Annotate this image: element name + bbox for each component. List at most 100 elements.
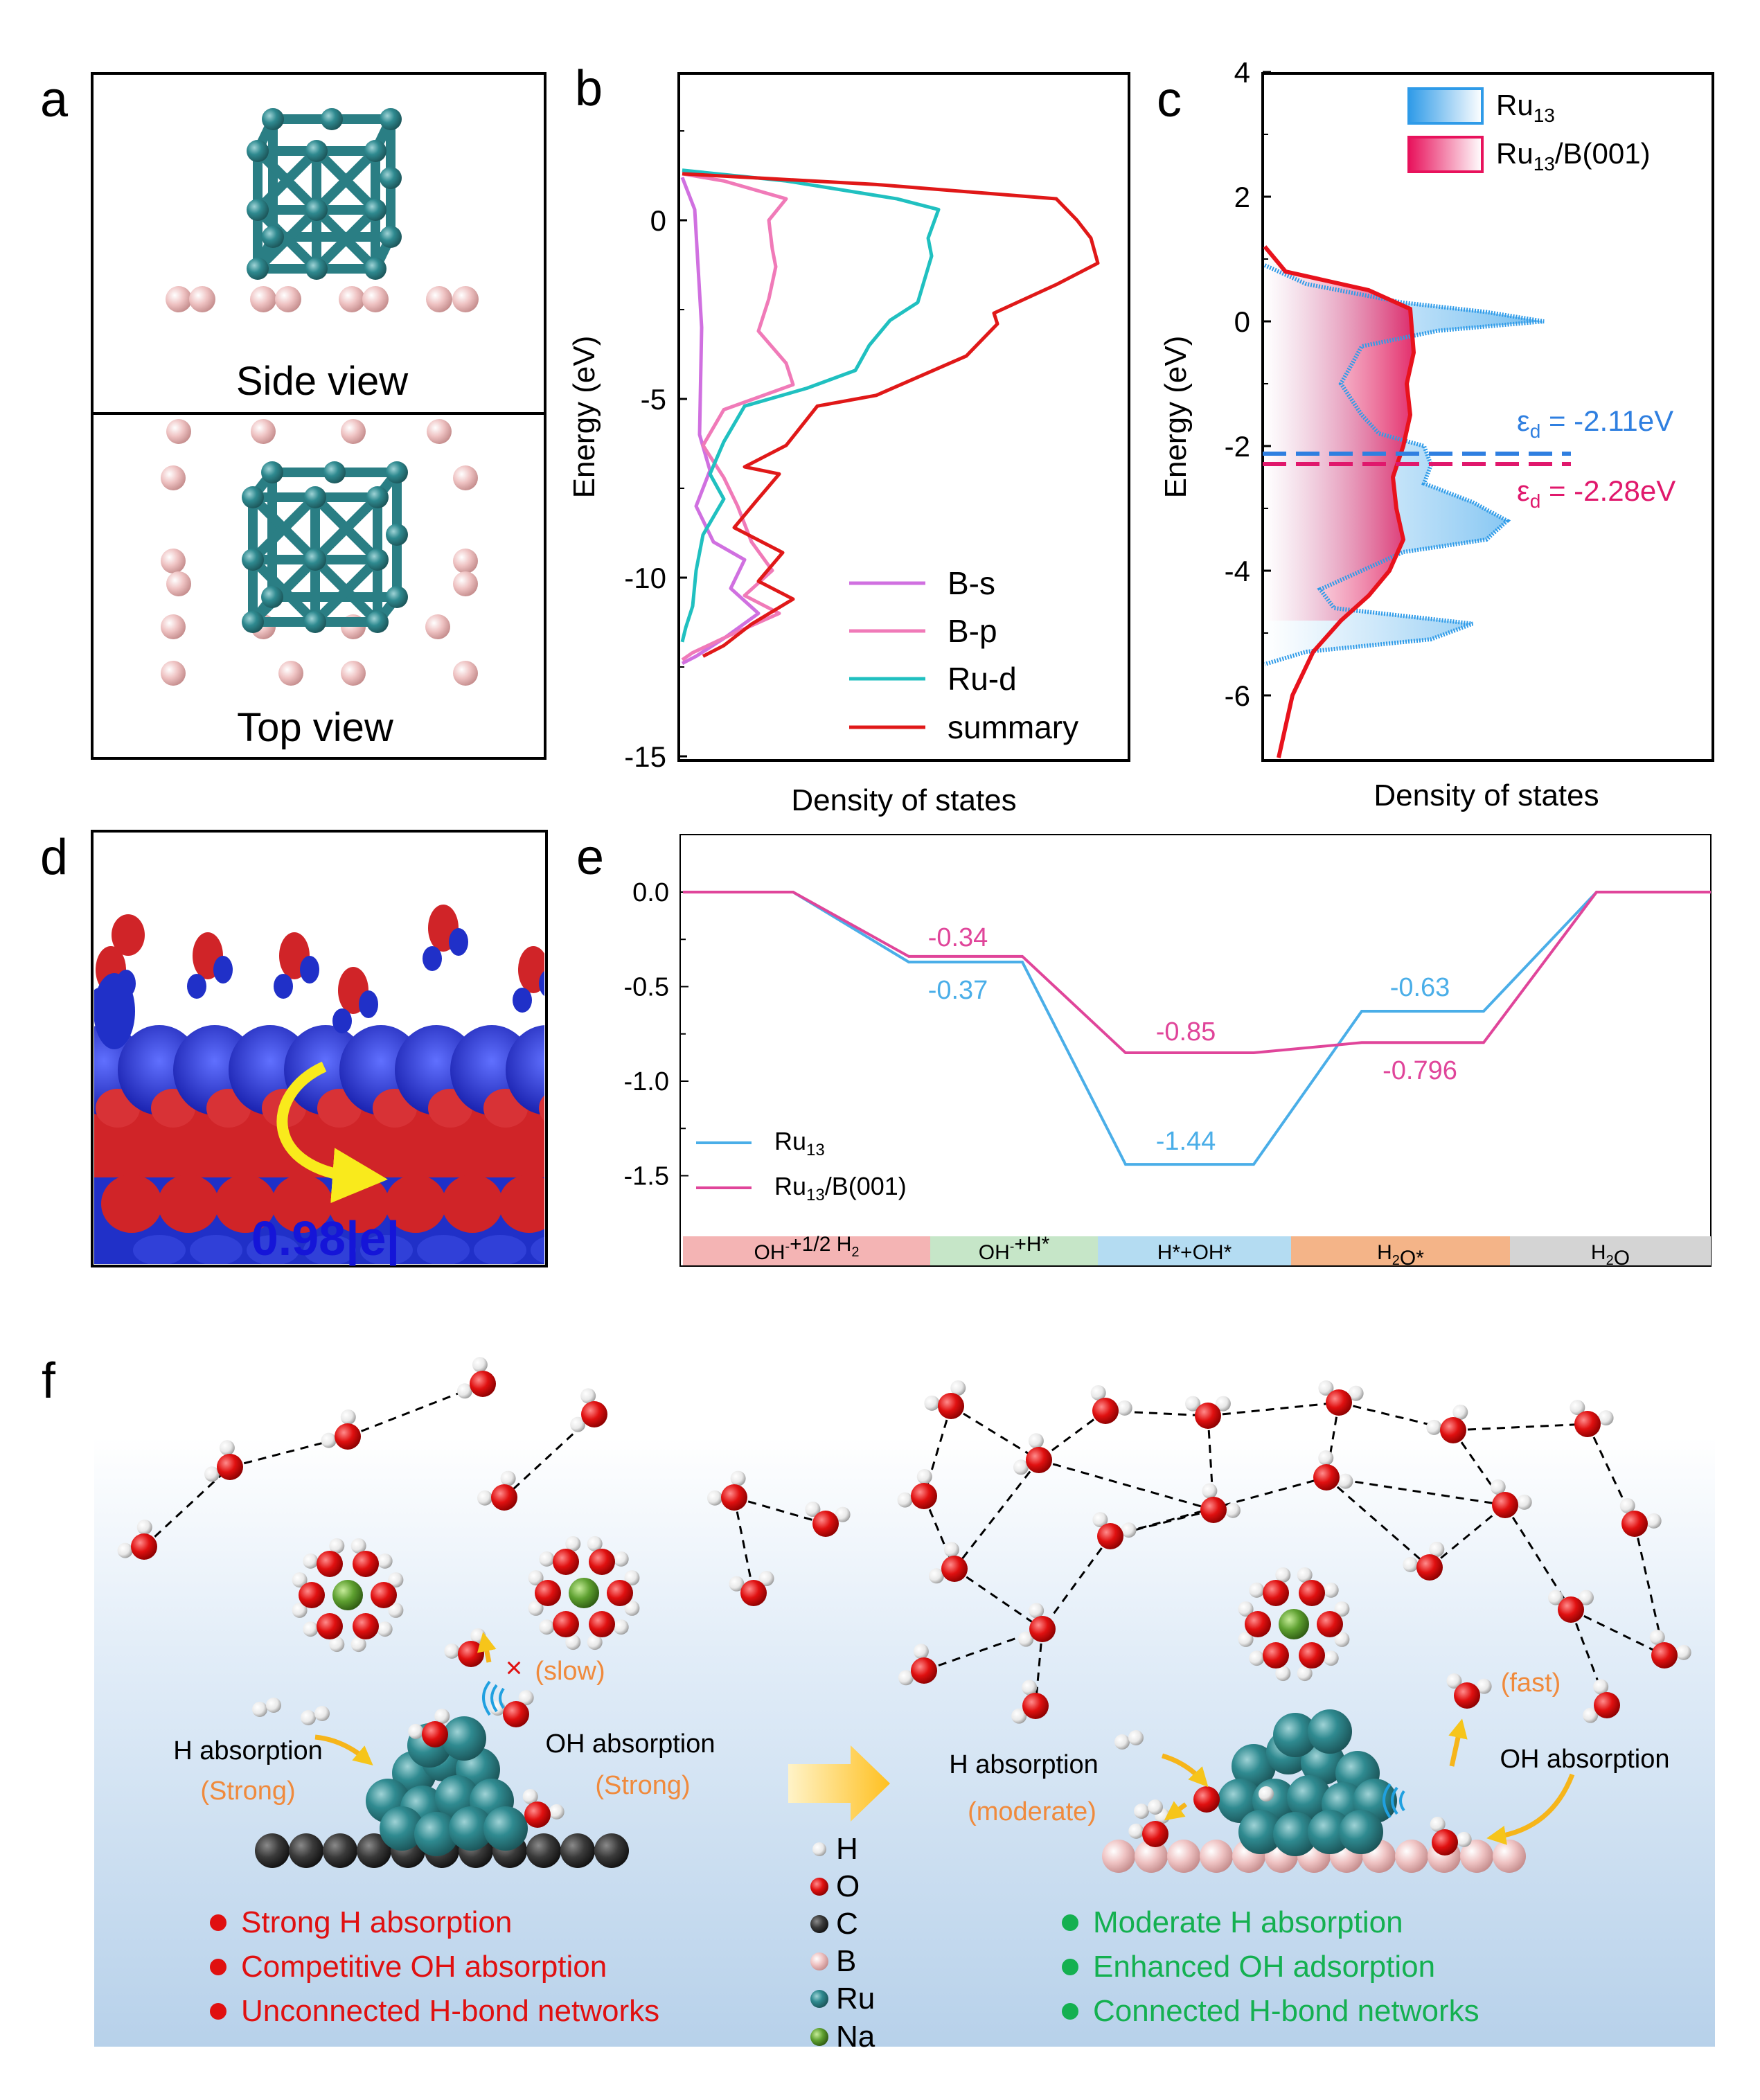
h-atom: [219, 1440, 235, 1456]
h-bond: [1633, 1523, 1666, 1656]
boron-atom: [278, 661, 303, 686]
ru-atom: [380, 1806, 424, 1851]
o-atom: [1454, 1682, 1480, 1709]
h-atom: [1029, 1603, 1045, 1619]
h-atom: [1452, 1404, 1468, 1420]
process-arrow: [314, 1734, 373, 1766]
carbon-atom: [357, 1833, 391, 1868]
boron-atom: [1167, 1840, 1200, 1873]
e-legend-ru13: Ru13: [774, 1127, 825, 1159]
boron-atom: [453, 571, 478, 596]
h-atom: [1593, 1679, 1609, 1695]
h-atom: [1430, 1816, 1446, 1832]
o-atom: [317, 1550, 343, 1577]
depletion-lobe: [360, 1235, 413, 1264]
accumulation-lobe: [272, 1175, 332, 1233]
o-atom: [458, 1641, 484, 1667]
h-atom: [1121, 1522, 1137, 1538]
h-bond-network-left: [117, 1357, 851, 1606]
accumulation-lobe: [158, 1175, 219, 1233]
c-legend-ru13: Ru13: [1496, 89, 1555, 126]
h-atom: [1337, 1473, 1353, 1489]
o-atom: [938, 1393, 964, 1419]
h-atom: [1022, 1680, 1038, 1696]
legend-label-ru: Ru: [836, 1982, 875, 2016]
h-atom: [1490, 1479, 1506, 1495]
reaction-step-1: [683, 1236, 930, 1265]
o-atom: [422, 1721, 448, 1747]
h-atom: [303, 1621, 319, 1637]
legend-label-h: H: [836, 1832, 858, 1866]
o-atom: [1621, 1511, 1648, 1537]
pdos-curve-b-p: [681, 172, 795, 661]
h-bond: [1110, 1476, 1327, 1538]
energy-label-ru13: -1.44: [1156, 1127, 1216, 1156]
h-atom: [613, 1619, 629, 1635]
h-atom: [388, 1572, 404, 1588]
o-atom: [740, 1580, 767, 1606]
ru-atom: [1308, 1810, 1352, 1854]
h-atom: [1275, 1666, 1291, 1682]
interaction-wave: [490, 1684, 498, 1713]
ru-atom: [386, 586, 408, 608]
left-h-absorption-quality: (Strong): [200, 1777, 295, 1806]
reaction-step-3: [1098, 1236, 1291, 1265]
h-atom: [329, 1637, 345, 1653]
legend-atom-c: [810, 1915, 828, 1933]
o-atom: [1440, 1417, 1466, 1443]
h-atom: [835, 1506, 851, 1522]
h-atom: [897, 1492, 913, 1508]
legend-label-b: B: [836, 1944, 856, 1978]
carbon-atom: [289, 1833, 323, 1868]
charge-fragment: [300, 956, 319, 984]
panel-c-dos: 420-2-4-6 εd = -2.11eV εd = -2.28eV Ener…: [1159, 56, 1714, 812]
h-atom: [1202, 1483, 1218, 1499]
o-atom: [1416, 1554, 1443, 1581]
o-atom: [1263, 1579, 1289, 1606]
h-atom: [1619, 1497, 1635, 1513]
ru-atom: [242, 611, 264, 633]
ru-bond: [248, 555, 320, 627]
left-bullets: Strong H absorption Competitive OH absor…: [210, 1905, 659, 2028]
process-arrow: [1486, 1773, 1575, 1845]
ru-atom: [304, 611, 326, 633]
charge-fragment: [423, 946, 442, 971]
side-view-label: Side view: [236, 359, 409, 404]
o-atom: [581, 1401, 607, 1427]
reaction-step-5: [1510, 1236, 1711, 1265]
h-atom: [1215, 1396, 1231, 1412]
c-legend-rub: Ru13/B(001): [1496, 137, 1651, 175]
h-bond: [1452, 1423, 1588, 1432]
h-atom: [329, 1538, 345, 1554]
h-atom: [729, 1576, 745, 1592]
h-atom: [1249, 1582, 1265, 1598]
h-atom: [377, 1553, 393, 1569]
h-atom: [1429, 1541, 1445, 1557]
h-atom: [292, 1602, 308, 1618]
ru-atom: [1287, 1775, 1331, 1819]
depletion-lobe: [247, 1235, 299, 1264]
h-bond-network-right: [897, 1380, 1691, 1724]
legend-label-o: O: [836, 1869, 860, 1903]
o-atom: [589, 1611, 615, 1638]
pdos-curve-ru-d: [680, 168, 941, 643]
ru-atom: [242, 549, 264, 571]
o-atom: [1558, 1596, 1584, 1623]
h-atom: [1456, 1831, 1472, 1847]
o-atom: [353, 1613, 379, 1640]
right-h-absorption: H absorption: [949, 1750, 1098, 1779]
right-bullet-1: Moderate H absorption: [1093, 1905, 1403, 1939]
accumulation-lobe: [215, 1175, 276, 1233]
ru-atom: [366, 611, 389, 633]
panel-a: Side view Top view: [91, 72, 546, 760]
h-atom: [587, 1536, 603, 1551]
h-atom: [913, 1644, 929, 1659]
ru-bond: [253, 205, 321, 274]
ed-label-ru13: εd = -2.11eV: [1517, 404, 1673, 442]
boron-atom: [1135, 1840, 1168, 1873]
ru-atom: [261, 586, 283, 608]
panel-letter-b: b: [575, 61, 603, 116]
ru-atom: [262, 226, 284, 248]
carbon-atom: [526, 1833, 561, 1868]
boron-atom: [251, 419, 276, 444]
